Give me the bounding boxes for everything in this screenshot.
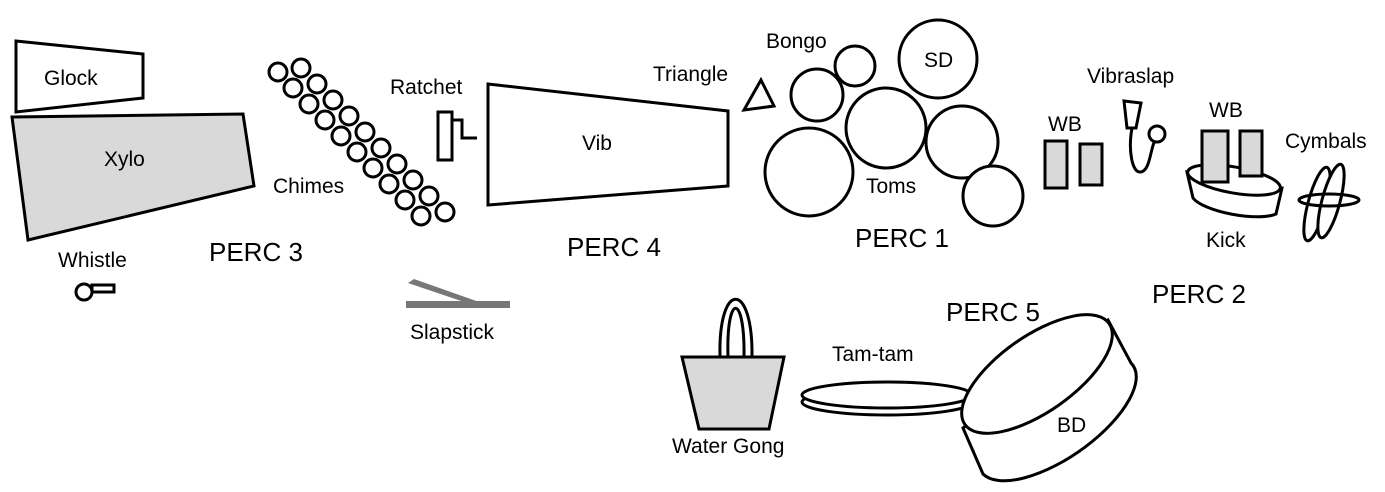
perc2-label: PERC 2 <box>1152 279 1246 309</box>
vibraslap: Vibraslap <box>1087 65 1174 174</box>
chime-tube <box>306 73 328 95</box>
bongo-label: Bongo <box>766 30 827 53</box>
ratchet-handle <box>452 118 477 140</box>
vibraslap-ball <box>1147 124 1167 144</box>
chime-tube <box>298 93 320 115</box>
chime-tube <box>282 77 304 99</box>
bongo-small-drum <box>833 44 877 88</box>
vibraphone: Vib <box>486 82 730 207</box>
tam-tam-front <box>800 380 974 410</box>
woodblock-right-2 <box>1238 129 1264 178</box>
chime-tube <box>338 105 360 127</box>
chime-tube <box>362 157 384 179</box>
bass-drum-head <box>960 313 1114 435</box>
perc5-label: PERC 5 <box>946 297 1040 327</box>
bass-drum: BD <box>960 313 1138 483</box>
water-gong-handle-outer <box>718 297 754 358</box>
chime-tube <box>370 137 392 159</box>
whistle-mouthpiece <box>90 283 116 294</box>
slapstick: Slapstick <box>406 279 510 344</box>
chime-tube <box>386 153 408 175</box>
glock-label: Glock <box>44 67 98 90</box>
vibraslap-label: Vibraslap <box>1087 65 1174 88</box>
chimes <box>267 57 456 227</box>
chime-tube <box>418 185 440 207</box>
xylophone: Xylo <box>10 112 256 242</box>
triangle-label: Triangle <box>653 63 728 86</box>
snare-drum <box>897 18 979 100</box>
xylophone-label: Xylo <box>104 148 145 171</box>
perc1-kit: Bongo SD Toms <box>763 18 1025 228</box>
ratchet-body <box>436 110 454 162</box>
woodblock-left-1 <box>1043 139 1069 190</box>
bass-drum-label: BD <box>1057 414 1086 437</box>
chime-tube <box>314 109 336 131</box>
chimes-label: Chimes <box>273 175 344 198</box>
chime-tube <box>322 89 344 111</box>
water-gong: Water Gong <box>672 297 786 458</box>
triangle: Triangle <box>653 63 777 112</box>
tom-center <box>844 86 928 170</box>
glock-shape <box>14 39 145 114</box>
chime-tube <box>394 189 416 211</box>
kick-drum: Kick <box>1185 129 1284 252</box>
tom-right <box>924 104 1000 180</box>
tom-floor-right <box>961 164 1025 228</box>
snare-drum-label: SD <box>924 49 953 72</box>
chime-tube <box>330 125 352 147</box>
woodblocks-right: WB <box>1209 99 1243 122</box>
kick-label: Kick <box>1206 229 1246 252</box>
ratchet: Ratchet <box>390 76 477 162</box>
water-gong-label: Water Gong <box>672 435 784 458</box>
tam-tam-label: Tam-tam <box>832 343 914 366</box>
chime-tube <box>402 169 424 191</box>
perc1-label: PERC 1 <box>855 223 949 253</box>
slapstick-label: Slapstick <box>410 321 495 344</box>
woodblocks-left-label: WB <box>1048 113 1082 136</box>
woodblocks-right-label: WB <box>1209 99 1243 122</box>
perc4-label: PERC 4 <box>567 232 661 262</box>
whistle: Whistle <box>58 249 127 302</box>
cymbal-strap <box>1297 192 1361 208</box>
chime-tube <box>290 57 312 79</box>
woodblocks-left: WB <box>1043 113 1104 190</box>
toms-label: Toms <box>866 175 916 198</box>
cymbals: Cymbals <box>1285 130 1367 243</box>
slapstick-base <box>406 301 510 308</box>
chime-tube <box>434 201 456 223</box>
vibraphone-shape <box>486 82 730 207</box>
ratchet-label: Ratchet <box>390 76 463 99</box>
bongo-large-drum <box>789 67 845 123</box>
whistle-label: Whistle <box>58 249 127 272</box>
water-gong-handle-inner <box>726 307 746 358</box>
triangle-shape <box>741 76 777 112</box>
chime-tube <box>267 61 289 83</box>
chime-tube <box>410 205 432 227</box>
vibraslap-wire <box>1128 127 1157 174</box>
perc3-label: PERC 3 <box>209 237 303 267</box>
chime-tube <box>346 141 368 163</box>
slapstick-arm <box>408 279 482 306</box>
chime-tube <box>354 121 376 143</box>
water-gong-tub <box>680 355 786 431</box>
glock: Glock <box>14 39 145 114</box>
tom-large-left <box>763 126 855 218</box>
cymbal-right <box>1316 162 1346 240</box>
xylophone-shape <box>10 112 256 242</box>
vibraslap-box <box>1122 99 1143 130</box>
tam-tam: Tam-tam <box>800 343 974 417</box>
whistle-bowl <box>74 282 94 302</box>
chime-tube <box>378 173 400 195</box>
woodblock-right-1 <box>1200 129 1230 184</box>
cymbals-label: Cymbals <box>1285 130 1367 153</box>
woodblock-left-2 <box>1078 142 1104 187</box>
vibraphone-label: Vib <box>582 132 612 155</box>
